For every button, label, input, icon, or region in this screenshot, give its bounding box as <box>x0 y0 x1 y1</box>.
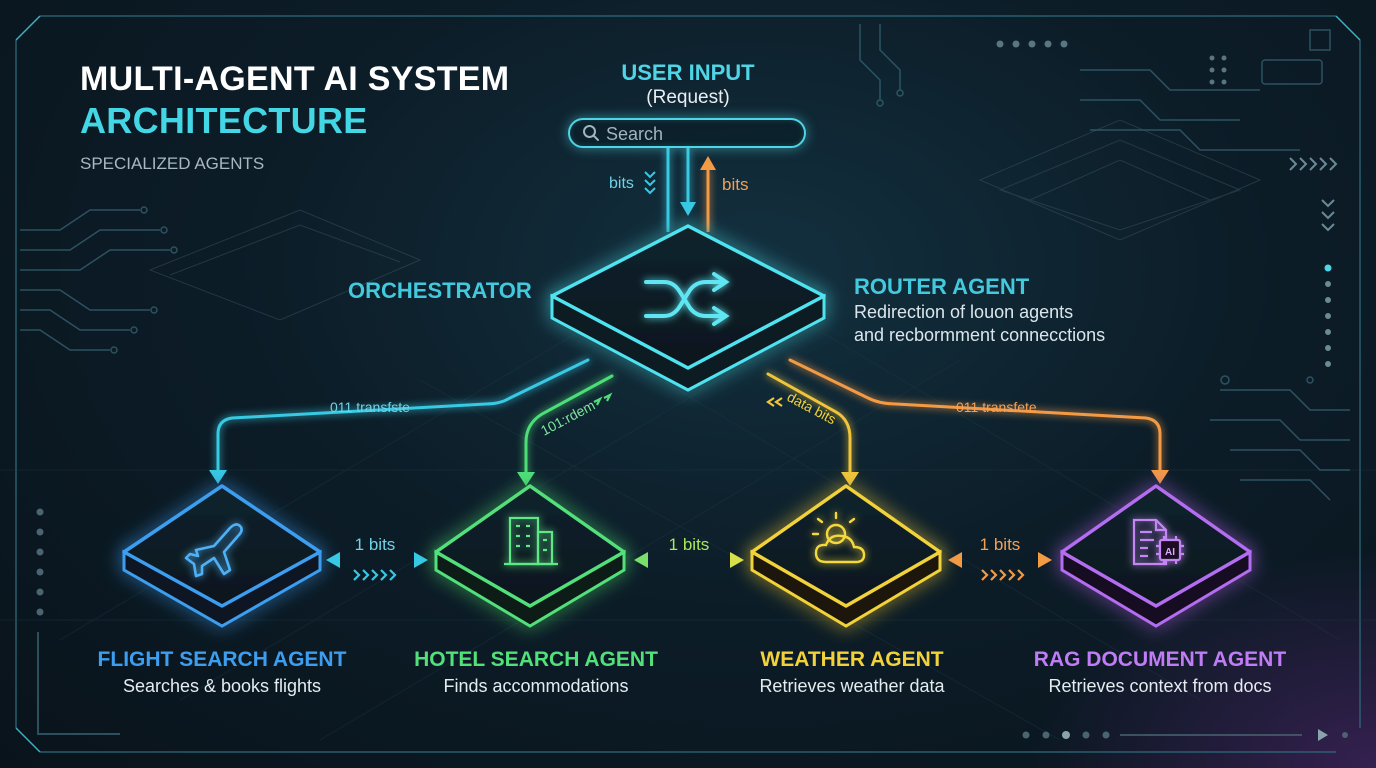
dot-row-top <box>996 40 1227 85</box>
connector-to-weather <box>766 372 852 478</box>
page-subtitle: SPECIALIZED AGENTS <box>80 154 265 173</box>
ai-badge-text: AI <box>1165 547 1175 558</box>
rag-agent-name: RAG DOCUMENT AGENT <box>1033 648 1287 671</box>
flight-agent-node[interactable] <box>122 484 322 628</box>
shuffle-icon <box>644 272 730 326</box>
corner-bracket-bottom-left <box>37 632 120 735</box>
dot-column-right <box>1324 264 1332 367</box>
hotel-agent-desc: Finds accommodations <box>443 676 629 696</box>
connector-to-rag <box>788 358 1162 476</box>
hotel-agent-name: HOTEL SEARCH AGENT <box>414 648 658 671</box>
bottom-navigation-decoration <box>1022 729 1348 741</box>
search-icon <box>583 125 599 141</box>
search-box[interactable] <box>568 118 806 148</box>
up-arrowhead <box>700 156 716 170</box>
orchestrator-node[interactable] <box>550 224 826 392</box>
user-input-connectors <box>666 148 710 232</box>
connector-to-hotel <box>524 374 614 478</box>
output-bits-label: bits <box>722 175 749 194</box>
ai-document-icon <box>1132 518 1184 566</box>
circuit-traces-left <box>20 206 178 354</box>
label-hotel-weather: 1 bits <box>669 535 710 554</box>
connector-arrowheads <box>209 470 1169 486</box>
orchestrator-connectors <box>216 358 1162 478</box>
circuit-traces-right <box>1210 375 1350 501</box>
blueprint-sketch <box>148 119 1262 321</box>
weather-agent-node[interactable] <box>750 484 942 628</box>
connector-to-flight <box>216 358 590 476</box>
weather-agent-name: WEATHER AGENT <box>760 648 944 671</box>
input-bits-label: bits <box>609 175 634 192</box>
page-title-line1: MULTI-AGENT AI SYSTEM <box>80 60 510 98</box>
outer-frame <box>15 15 1361 753</box>
weather-agent-desc: Retrieves weather data <box>759 676 945 696</box>
dot-column-left <box>36 508 44 616</box>
airplane-icon <box>184 523 243 578</box>
search-input[interactable] <box>604 122 798 146</box>
weather-icon <box>811 511 866 564</box>
peer-arrowheads <box>326 552 1052 568</box>
label-to-hotel: 101:rdem <box>538 397 598 439</box>
flow-chevrons-icon <box>353 392 1025 581</box>
router-agent-desc-line2: and recbormment connecctions <box>854 325 1106 345</box>
hotel-agent-node[interactable] <box>434 484 626 628</box>
down-chevrons-icon <box>644 171 656 195</box>
circuit-traces-top-right <box>859 24 1331 151</box>
page-title-line2: ARCHITECTURE <box>80 100 368 141</box>
down-arrowhead <box>680 202 696 216</box>
rag-agent-desc: Retrieves context from docs <box>1048 676 1272 696</box>
label-flight-hotel: 1 bits <box>355 535 396 554</box>
flight-agent-desc: Searches & books flights <box>122 676 322 696</box>
user-input-subtitle: (Request) <box>646 87 730 108</box>
label-to-rag: 011 transfete <box>956 399 1037 415</box>
user-input-title: USER INPUT <box>621 60 755 85</box>
flight-agent-name: FLIGHT SEARCH AGENT <box>97 648 347 671</box>
orchestrator-label: ORCHESTRATOR <box>348 278 532 303</box>
router-agent-title: ROUTER AGENT <box>854 274 1030 299</box>
building-icon <box>504 516 558 566</box>
label-to-flight: 011 transfste <box>330 399 410 415</box>
label-weather-rag: 1 bits <box>980 535 1021 554</box>
chevron-decoration-right <box>1289 157 1338 232</box>
router-agent-desc-line1: Redirection of louon agents <box>854 302 1074 322</box>
